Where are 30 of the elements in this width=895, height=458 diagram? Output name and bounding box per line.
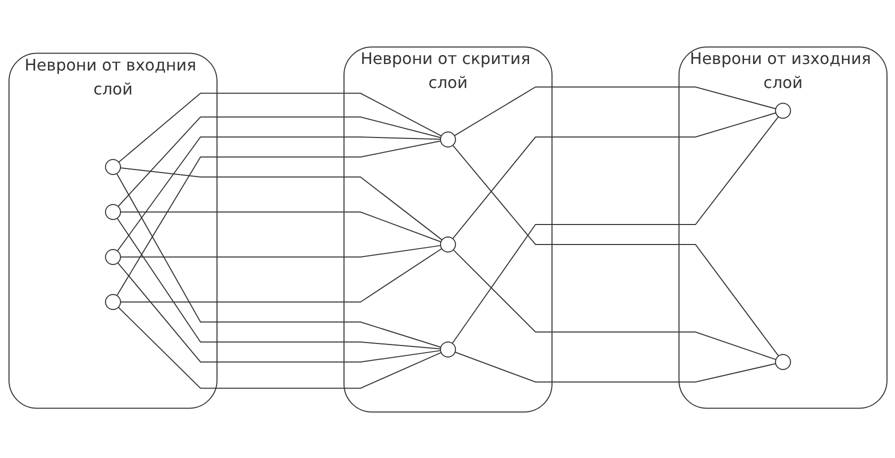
connector — [453, 86, 776, 136]
node-circle — [104, 294, 120, 310]
node-circle — [440, 236, 456, 252]
connector — [117, 306, 442, 388]
node-circle — [104, 158, 120, 174]
node-circle — [440, 131, 456, 147]
connector — [451, 116, 778, 344]
node-circle — [774, 102, 790, 118]
connector — [116, 217, 441, 349]
node-circle — [104, 204, 120, 220]
cluster: Неврони от скрития слой — [343, 46, 552, 412]
connector — [116, 140, 441, 296]
connector — [116, 136, 440, 251]
connector — [116, 262, 441, 362]
connector — [120, 248, 442, 302]
node-circle — [774, 354, 790, 370]
cluster: Неврони от изходния слой — [678, 46, 887, 408]
node-circle — [440, 341, 456, 357]
cluster: Неврони от входния слой — [8, 52, 217, 408]
connector — [117, 116, 441, 206]
connector — [120, 211, 441, 242]
connector — [452, 112, 776, 239]
connector — [116, 172, 441, 348]
node-circle — [104, 248, 120, 264]
connector — [452, 144, 779, 356]
connector — [118, 92, 442, 162]
connector — [120, 244, 441, 257]
connector — [452, 248, 776, 360]
connector — [119, 166, 442, 240]
connector — [454, 351, 776, 382]
